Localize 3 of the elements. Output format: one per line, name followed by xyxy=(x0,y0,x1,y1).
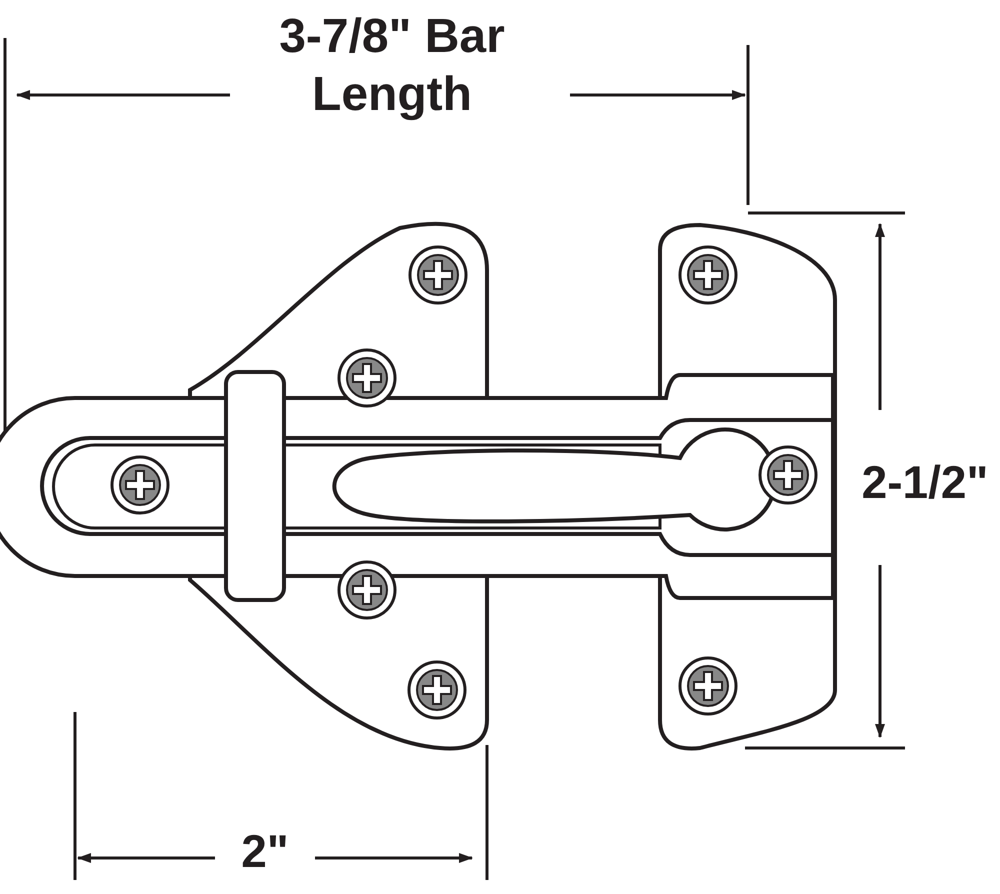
dimension-label: 3-7/8" Bar Length xyxy=(278,9,506,123)
dimension-label: 2-1/2" xyxy=(860,455,990,510)
dimension-label: 2" xyxy=(240,824,290,879)
